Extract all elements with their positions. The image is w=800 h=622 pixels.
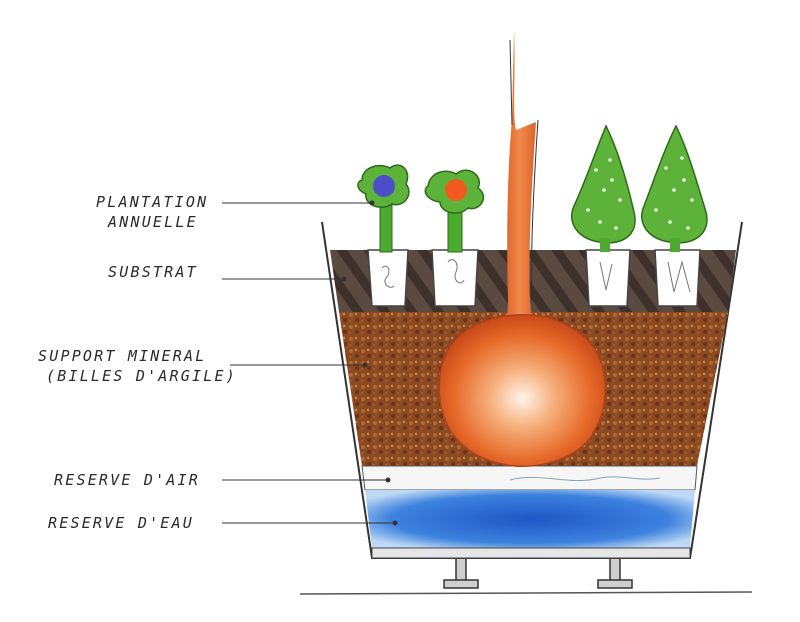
label-support-line2: (BILLES D'ARGILE) xyxy=(46,367,237,385)
label-reserve-eau: RESERVE D'EAU xyxy=(48,514,194,532)
leader-lines xyxy=(222,200,398,526)
plant-orange-flower xyxy=(424,169,485,253)
water-bulb xyxy=(438,314,607,468)
planter-feet xyxy=(443,557,633,589)
water-reserve-layer xyxy=(365,490,695,548)
label-substrat: SUBSTRAT xyxy=(108,263,198,281)
label-plantation-line2: ANNUELLE xyxy=(108,213,198,231)
air-reserve-layer xyxy=(361,465,698,491)
ground-line xyxy=(299,591,753,595)
plant-conifer-left xyxy=(571,124,636,252)
label-support-mineral: SUPPORT MINERAL (BILLES D'ARGILE) xyxy=(38,346,237,386)
wick-stem xyxy=(495,30,545,340)
label-reserve-air: RESERVE D'AIR xyxy=(54,471,200,489)
plant-conifer-right xyxy=(641,124,708,252)
label-plantation-line1: PLANTATION xyxy=(96,193,209,211)
plant-blue-flower xyxy=(357,164,410,253)
label-support-line1: SUPPORT MINERAL xyxy=(38,347,207,365)
substrate-layer xyxy=(330,250,736,312)
label-plantation-annuelle: PLANTATION ANNUELLE xyxy=(96,192,208,232)
